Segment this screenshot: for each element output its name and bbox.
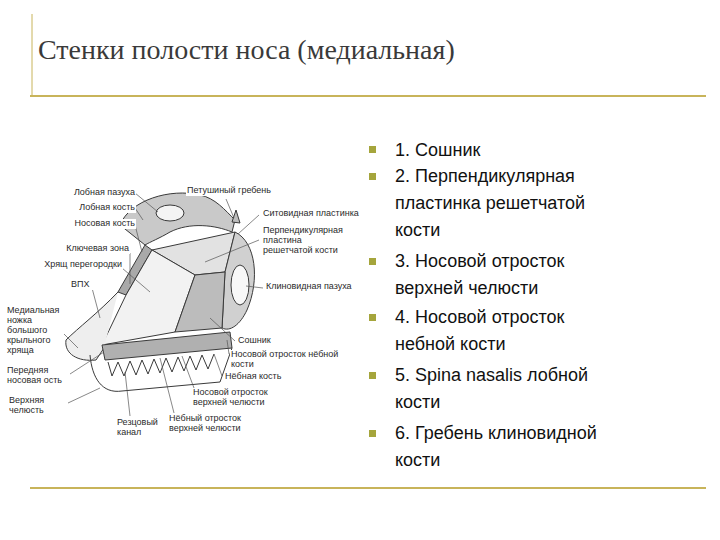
teeth (108, 354, 214, 376)
part-label: Лобная пазуха (62, 188, 136, 198)
bullet-square (369, 430, 376, 437)
bullets (369, 146, 376, 437)
part-label: Ситовидная пластинка (262, 209, 360, 219)
leader-line (226, 199, 234, 218)
leader-line (227, 340, 229, 354)
part-label: Верхняя челюсть (8, 396, 68, 416)
leader-line (70, 352, 104, 374)
frame-line (32, 14, 33, 96)
leader-line (125, 372, 130, 416)
part-label: Резцовый канал (116, 418, 168, 438)
part-label: Сошник (237, 336, 279, 346)
bullet-square (369, 146, 376, 153)
part-label: Носовой отросток верхней челюсти (192, 388, 286, 408)
bottom-rule (30, 487, 706, 489)
leader-line (238, 215, 259, 234)
leader-line (246, 286, 263, 288)
leader-line (214, 354, 222, 376)
leader-line (92, 288, 100, 318)
part-label: Петушиный гребень (186, 186, 278, 196)
leader-line (135, 225, 142, 252)
sphenoid-sinus (231, 265, 249, 305)
title-rule (30, 95, 706, 97)
leader-line (205, 240, 259, 262)
part-label: Ключевая зона (40, 244, 130, 254)
part-label: Нёбный отросток верхней челюсти (168, 414, 250, 434)
part-label: Медиальная ножка большого крыльного хрящ… (6, 306, 64, 355)
part-label: Перпендикулярная пластина решетчатой кос… (262, 226, 346, 256)
bullet-square (369, 173, 376, 180)
part-label: Хрящ перегородки (24, 260, 123, 270)
bullet-square (369, 258, 376, 265)
leader-line (135, 193, 158, 212)
list-item: 2. Перпендикулярная пластинка решетчатой… (395, 163, 620, 244)
bullet-square (369, 314, 376, 321)
maxilla-outline (90, 348, 232, 391)
leader-line (210, 318, 235, 341)
leader-line (130, 253, 131, 284)
part-label: Носовая кость (40, 219, 136, 229)
list-item: 4. Носовой отросток небной кости (395, 304, 620, 358)
frontal-sinus (156, 205, 184, 221)
leader-line (135, 208, 143, 220)
part-label: ВПХ (70, 280, 102, 290)
palate (102, 332, 232, 360)
bullet-square (369, 372, 376, 379)
part-label: Нёбная кость (224, 372, 296, 382)
list-item: 3. Носовой отросток верхней челюсти (395, 248, 620, 302)
part-label: Клиновидная пазуха (265, 282, 357, 292)
part-label: Передняя носовая ость (6, 366, 70, 386)
leader-line (68, 388, 100, 403)
list-item: 6. Гребень клиновидной кости (395, 420, 620, 474)
leader-line (160, 358, 174, 413)
leader-line (182, 356, 194, 388)
list-item: 5. Spina nasalis лобной кости (395, 362, 620, 416)
slide-title: Стенки полости носа (медиальная) (38, 34, 455, 66)
list-item: 1. Сошник (395, 137, 620, 164)
vomer (175, 272, 225, 332)
leader-line (122, 268, 150, 292)
part-label: Носовой отросток нёбной кости (230, 350, 364, 370)
part-label: Лобная кость (52, 203, 136, 213)
sphenoid-bone (222, 232, 254, 329)
